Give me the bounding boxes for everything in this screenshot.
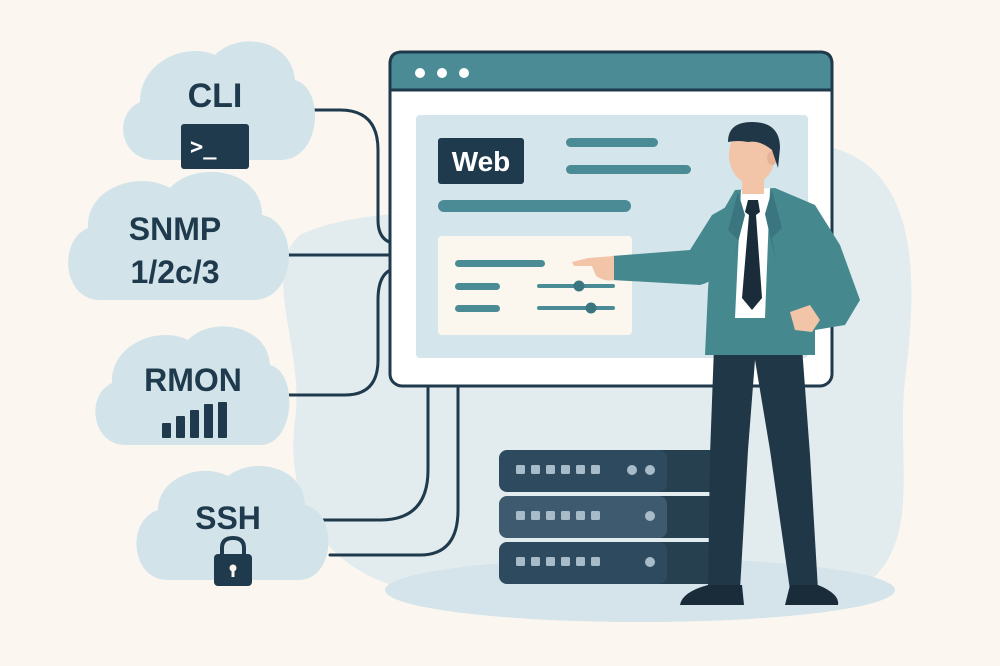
terminal-prompt: >_	[190, 135, 217, 160]
slider-knob-2	[585, 302, 597, 314]
settings-card-lines	[455, 260, 615, 312]
web-label: Web	[452, 146, 511, 177]
rmon-cloud: RMON	[95, 326, 290, 445]
cli-connector	[298, 108, 402, 246]
lapel-left	[728, 192, 745, 262]
snmp-cloud-shape	[68, 171, 289, 300]
ssh-connector-1	[308, 384, 430, 522]
server-unit-1	[499, 450, 720, 492]
padlock-icon	[214, 535, 252, 586]
slider-knob-1	[573, 280, 585, 292]
ssh-label: SSH	[195, 500, 261, 536]
presenter-person	[572, 122, 860, 605]
cli-label: CLI	[188, 77, 243, 115]
tie	[742, 200, 762, 310]
rmon-connector	[283, 266, 402, 397]
rmon-label: RMON	[144, 362, 242, 398]
cli-cloud-shape	[123, 41, 316, 160]
text-placeholder-lines	[438, 138, 691, 212]
ssh-cloud-shape	[136, 465, 329, 580]
ssh-cloud: SSH	[136, 465, 329, 586]
pointing-arm	[612, 202, 735, 285]
terminal-icon: >_	[181, 124, 249, 169]
hair	[728, 122, 780, 168]
server-unit-3	[499, 542, 720, 584]
rmon-cloud-shape	[95, 326, 290, 445]
trousers	[708, 320, 818, 590]
browser-title-bar	[388, 50, 834, 92]
window-dot-1	[415, 68, 425, 78]
window-dot-2	[437, 68, 447, 78]
left-shoe	[680, 585, 744, 605]
snmp-version-label: 1/2c/3	[131, 254, 220, 290]
lapel-right	[765, 190, 782, 262]
ssh-connector-2	[328, 384, 460, 557]
cli-cloud: CLI >_	[123, 41, 316, 169]
pointing-hand	[572, 256, 614, 281]
snmp-label: SNMP	[129, 211, 221, 247]
bar-chart-icon	[162, 402, 227, 438]
hip-hand	[790, 305, 820, 332]
right-shoe	[785, 585, 839, 605]
snmp-cloud: SNMP 1/2c/3	[68, 171, 289, 300]
server-unit-2	[499, 496, 720, 538]
window-dot-3	[459, 68, 469, 78]
web-badge	[438, 138, 524, 184]
server-rack-icon	[499, 450, 720, 584]
